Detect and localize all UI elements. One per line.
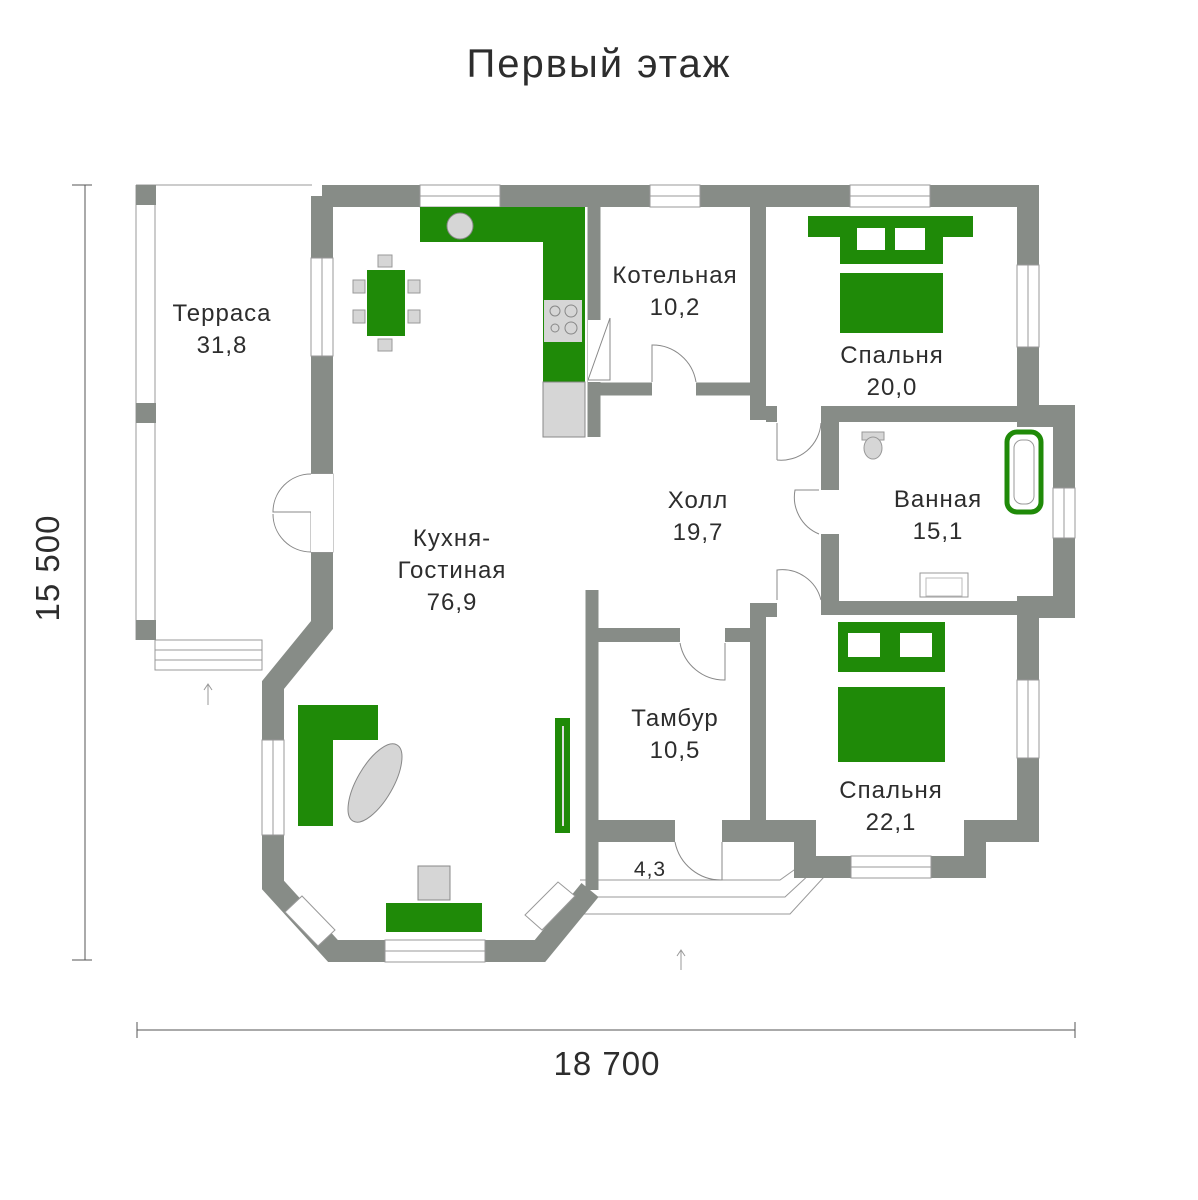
room-name: Котельная — [612, 262, 738, 289]
room-name: Кухня- — [412, 525, 492, 552]
room-area: 10,2 — [649, 294, 701, 321]
room-name: Тамбур — [631, 705, 719, 732]
bathroom-fixtures — [861, 429, 1044, 598]
kitchen-furniture — [352, 207, 586, 438]
room-area: 31,8 — [196, 332, 248, 359]
bed-icon — [808, 216, 973, 333]
room-label-kitchen-living: Кухня- Гостиная 76,9 — [398, 523, 507, 619]
room-area: 15,1 — [912, 518, 964, 545]
dimension-lines — [72, 184, 1076, 1038]
room-area: 22,1 — [865, 809, 917, 836]
room-area: 20,0 — [866, 374, 918, 401]
bed-icon — [838, 622, 945, 762]
room-name: Терраса — [172, 300, 272, 327]
doors — [272, 317, 841, 881]
room-name: Холл — [667, 487, 729, 514]
room-name: Спальня — [839, 777, 943, 804]
height-dimension: 15 500 — [29, 514, 66, 622]
room-label-vestibule: Тамбур 10,5 — [631, 703, 718, 767]
room-name: Спальня — [840, 342, 944, 369]
room-label-terrace: Терраса 31,8 — [172, 298, 271, 362]
room-label-hall: Холл 19,7 — [668, 485, 729, 549]
room-area: 10,5 — [649, 737, 701, 764]
room-name: Гостиная — [397, 557, 507, 584]
room-area: 4,3 — [633, 858, 667, 881]
room-label-bedroom-2: Спальня 22,1 — [839, 775, 942, 839]
room-label-bathroom: Ванная 15,1 — [894, 484, 982, 548]
room-name: Ванная — [893, 486, 983, 513]
room-area: 76,9 — [426, 589, 478, 616]
room-area: 19,7 — [672, 519, 724, 546]
room-label-porch: 4,3 — [634, 854, 666, 886]
room-label-bedroom-1: Спальня 20,0 — [840, 340, 943, 404]
width-dimension: 18 700 — [553, 1045, 661, 1082]
plan-title: Первый этаж — [466, 42, 732, 86]
room-label-boiler-room: Котельная 10,2 — [612, 260, 737, 324]
terrace-posts — [136, 185, 156, 640]
living-furniture — [298, 705, 570, 932]
